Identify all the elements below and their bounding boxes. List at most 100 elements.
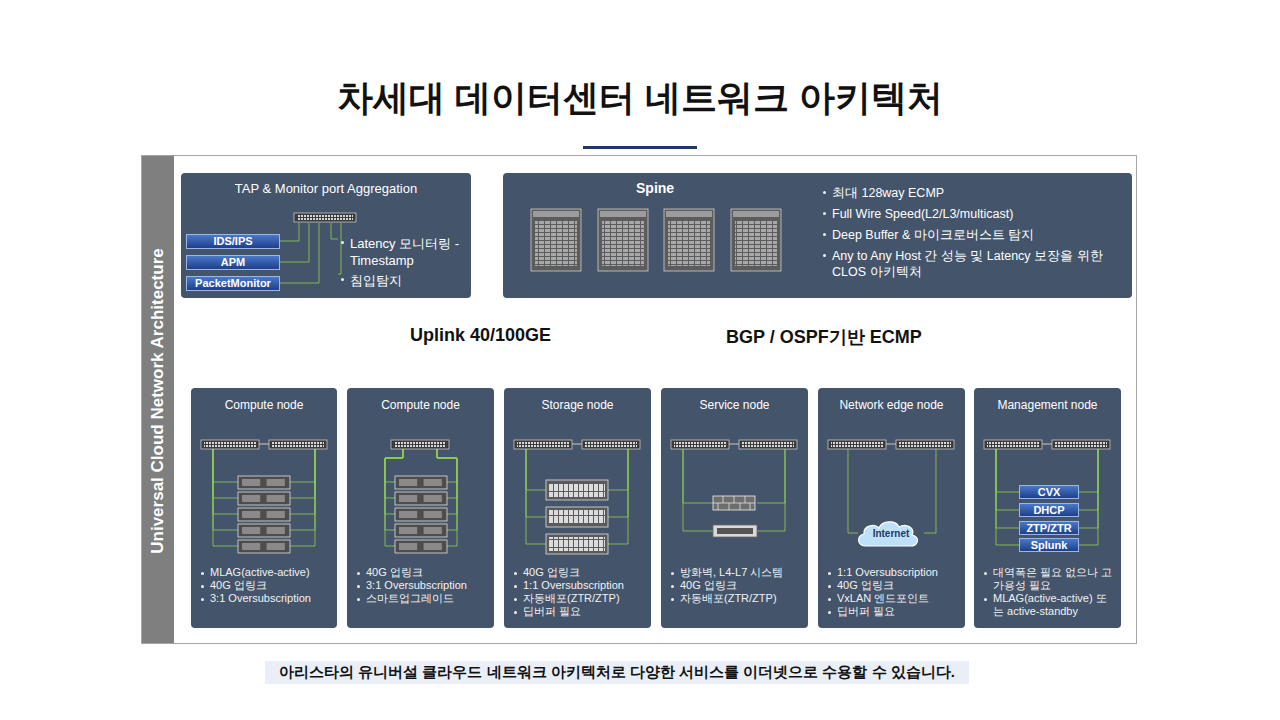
chassis-top [533,211,579,217]
l4-l7-appliance [713,525,757,537]
network-label: Uplink 40/100GE [406,325,555,346]
bullet-dot [671,572,674,575]
bullet-list: MLAG(active-active)40G 업링크3:1 Oversubscr… [199,566,333,605]
link-wire [213,449,238,546]
switch [294,213,356,222]
chassis-slots [535,220,577,266]
panel-node: Compute node40G 업링크3:1 Oversubscription스… [347,388,494,628]
link-wire [277,223,299,241]
bullet-dot [984,598,987,601]
bullet-item: MLAG(active-active) [199,566,333,579]
bullet-text: 자동배포(ZTR/ZTP) [523,592,647,605]
bullet-dot [823,233,826,236]
bullet-dot [671,585,674,588]
box-label: CVX [1020,486,1078,498]
server-bay [424,511,442,518]
storage-array [546,480,608,500]
panel-heading: Compute node [347,398,494,412]
blue-node: ZTP/ZTR [1019,521,1079,535]
bullet-list: 최대 128way ECMPFull Wire Speed(L2/L3/mult… [821,185,1123,285]
server [238,524,290,537]
bullet-item: 방화벽, L4-L7 시스템 [669,566,804,579]
bullet-dot [514,598,517,601]
bullet-item: VxLAN 엔드포인트 [826,592,961,605]
link-wire [757,449,785,503]
server [395,476,447,489]
server-bay [242,543,260,550]
spine-chassis [664,209,714,271]
switch [391,440,449,449]
panel-heading: Storage node [504,398,651,412]
switch [582,440,640,449]
link-wire [290,449,315,546]
server [238,492,290,505]
server-bay [399,543,417,550]
server-bay [267,527,285,534]
bullet-text: 40G 업링크 [837,579,961,592]
blue-node: PacketMonitor [186,276,280,291]
bullet-item: 3:1 Oversubscription [199,592,333,605]
bullet-dot [357,598,360,601]
bullet-list: 40G 업링크1:1 Oversubscription자동배포(ZTR/ZTP)… [512,566,647,618]
panel-heading: Management node [974,398,1121,412]
bullet-dot [823,212,826,215]
panel-heading: Spine [636,180,674,196]
firewall [713,496,755,510]
server [238,540,290,553]
chassis-top [666,211,712,217]
bullet-text: 최대 128way ECMP [832,185,1123,201]
bullet-dot [828,585,831,588]
switch-ports [394,442,446,447]
link-wire [290,449,315,498]
spine-chassis [731,209,781,271]
disk-row [549,510,605,524]
server-bay [242,479,260,486]
link-wire [277,223,309,262]
server-bay [399,511,417,518]
link-wire [526,449,546,517]
tap-node: TAP & Monitor port AggregationLatency 모니… [181,173,471,298]
bullet-dot [671,598,674,601]
bullet-item: 40G 업링크 [669,579,804,592]
switch [896,440,954,449]
switch [671,440,729,449]
bullet-list: 방화벽, L4-L7 시스템40G 업링크자동배포(ZTR/ZTP) [669,566,804,605]
link-wire [608,449,628,490]
peer-link [729,444,739,445]
panel-heading: Service node [661,398,808,412]
chassis-top [600,211,646,217]
bullet-item: 1:1 Oversubscription [512,579,647,592]
link-wire [290,449,315,530]
server-bay [399,479,417,486]
bullet-dot [357,572,360,575]
chassis-slots [602,220,644,266]
panel-node: Compute nodeMLAG(active-active)40G 업링크3:… [191,388,337,628]
server-bay [424,543,442,550]
underline-bar [583,146,697,149]
blue-node: CVX [1019,485,1079,499]
bullet-text: 딥버퍼 필요 [523,605,647,618]
bullet-item: Any to Any Host 간 성능 및 Latency 보장을 위한 CL… [821,248,1123,280]
link-wire [526,449,546,490]
blue-node: Splunk [1019,538,1079,552]
server [238,476,290,489]
link-wire [213,449,238,514]
bullet-dot [341,241,344,244]
panel-node: Network edge node1:1 Oversubscription40G… [818,388,965,628]
switch-ports [517,442,569,447]
link-wire [213,449,238,498]
bullet-item: Deep Buffer & 마이크로버스트 탐지 [821,227,1123,243]
bullet-item: Latency 모니터링 - Timestamp [339,235,467,269]
frame-node: Universal Cloud Network ArchitectureTAP … [141,155,1137,644]
peer-link [1042,444,1052,445]
spine-chassis-art [503,173,1132,298]
link-wire [683,449,713,503]
bullet-item: 스마트업그레이드 [355,592,490,605]
panel-node: Storage node 40G 업링크1:1 Oversubscription자… [504,388,651,628]
peer-link [886,444,896,445]
server [395,492,447,505]
server-bay [424,527,442,534]
switch-ports [831,442,883,447]
bullet-dot [823,191,826,194]
bullet-dot [341,278,344,281]
